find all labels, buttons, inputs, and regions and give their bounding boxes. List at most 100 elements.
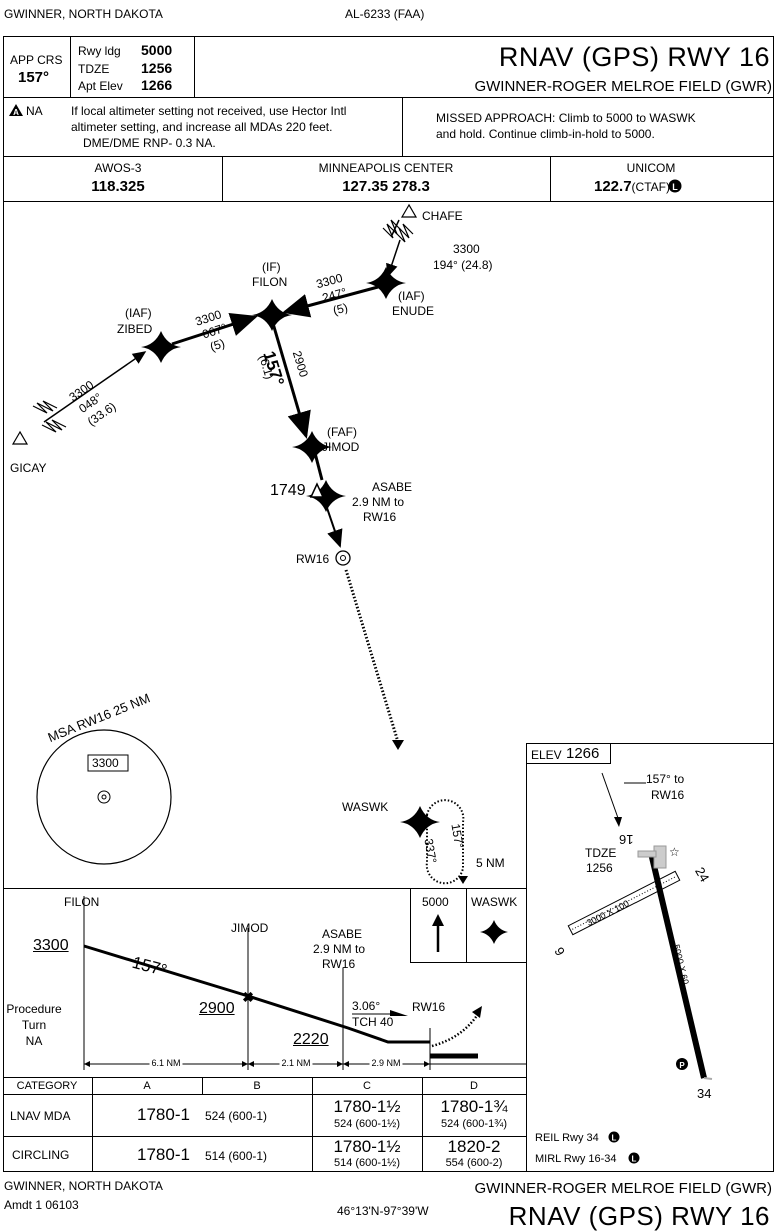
- chart-title: RNAV (GPS) RWY 16: [498, 42, 770, 72]
- course-line: [171, 313, 258, 346]
- footer-airport: GWINNER-ROGER MELROE FIELD (GWR): [474, 1180, 772, 1197]
- divider: [312, 1077, 313, 1172]
- non-standard-alternate-icon: A: [9, 104, 23, 117]
- footer-title: RNAV (GPS) RWY 16: [508, 1201, 770, 1231]
- divider: [3, 1094, 527, 1095]
- lights-icon: [676, 1058, 688, 1070]
- pt-note: Turn: [21, 1018, 47, 1032]
- svg-text:P: P: [679, 1061, 685, 1070]
- comm-suffix: (CTAF): [631, 180, 670, 194]
- chafe-waypoint-icon: [400, 203, 418, 218]
- profile-asabe-dist: RW16: [322, 957, 356, 971]
- circ-d: 1820-2: [447, 1137, 501, 1156]
- tdze-value: 1256: [141, 60, 173, 76]
- waswk-fix-icon: [480, 920, 508, 944]
- footer-coords: 46°13'N-97°39'W: [337, 1204, 429, 1218]
- min-header: B: [253, 1080, 261, 1092]
- lnav-ab: 1780-1: [137, 1105, 190, 1124]
- divider: [422, 1077, 423, 1172]
- app-crs-label: APP CRS: [10, 53, 63, 67]
- course-line: [282, 285, 379, 318]
- asabe-fix-icon: [306, 480, 346, 512]
- circ-ab: 1780-1: [137, 1145, 190, 1164]
- profile-rw16: RW16: [412, 1000, 446, 1014]
- divider: [466, 888, 467, 962]
- profile-jimod-alt: 2900: [199, 1000, 235, 1017]
- profile-asabe-alt: 2220: [293, 1031, 329, 1048]
- lights-note: MIRL Rwy 16-34: [535, 1153, 617, 1165]
- obstacle-elev: 1749: [270, 482, 306, 499]
- chart-frame: [3, 36, 774, 1172]
- rwy-ldg-value: 5000: [141, 42, 173, 58]
- comm-freq-row: 122.7(CTAF): [594, 179, 670, 194]
- tdze-label: TDZE: [78, 62, 110, 76]
- svg-text:L: L: [672, 182, 678, 192]
- location-top: GWINNER, NORTH DAKOTA: [4, 7, 163, 21]
- divider: [402, 97, 403, 156]
- pt-note: NA: [25, 1034, 43, 1048]
- elev-label: ELEV: [531, 748, 562, 762]
- msa-alt: 3300: [92, 756, 119, 770]
- filon-label: FILON: [252, 275, 288, 289]
- runway-16-34: [648, 852, 707, 1079]
- lnav-d: 1780-1¾: [440, 1097, 508, 1116]
- asabe-dist: RW16: [363, 510, 397, 524]
- zibed-label: ZIBED: [117, 322, 153, 336]
- rwy34-label: 34: [697, 1086, 712, 1101]
- chafe-label: CHAFE: [422, 209, 463, 223]
- holding-pattern: [425, 799, 465, 885]
- jimod-fix-icon: [292, 431, 332, 463]
- comm-label: AWOS-3: [94, 161, 142, 175]
- chart-id: AL-6233 (FAA): [345, 7, 425, 21]
- msa-alt-box: [87, 754, 129, 772]
- footer-location: GWINNER, NORTH DAKOTA: [4, 1179, 163, 1193]
- pt-note: Procedure: [6, 1002, 62, 1016]
- lnav-c-sub: 524 (600-1½): [333, 1118, 401, 1130]
- filon-type: (IF): [262, 260, 281, 274]
- obstacle-icon: [309, 482, 325, 498]
- chafe-alt: 3300: [453, 242, 480, 256]
- divider: [3, 201, 774, 202]
- final-course-line: [313, 452, 324, 481]
- profile-diagram: ✖: [83, 896, 526, 1070]
- divider: [70, 36, 71, 97]
- circ-c: 1780-1½: [333, 1137, 401, 1156]
- profile-asabe-dist: 2.9 NM to: [313, 942, 366, 956]
- filon-fix-icon: [252, 299, 292, 331]
- divider: [3, 1077, 527, 1078]
- waswk-label: WASWK: [342, 800, 389, 814]
- divider: [526, 743, 527, 1172]
- rw16-waypoint-icon: [335, 550, 351, 566]
- comm-label: UNICOM: [626, 161, 676, 175]
- circ-d-sub: 554 (600-2): [445, 1157, 503, 1169]
- app-crs-value: 157°: [18, 69, 50, 86]
- course-line: [43, 351, 147, 423]
- lnav-d-sub: 524 (600-1¾): [440, 1118, 508, 1130]
- part-time-icon: L: [628, 1152, 640, 1164]
- divider: [3, 156, 774, 157]
- final-course-line: [325, 504, 343, 548]
- part-time-icon: L: [668, 179, 682, 193]
- airport-name: GWINNER-ROGER MELROE FIELD (GWR): [474, 78, 772, 95]
- note-line: If local altimeter setting not received,…: [71, 104, 347, 118]
- missed-climb: [431, 1013, 480, 1048]
- profile-filon-alt: 3300: [33, 937, 69, 954]
- min-header: A: [143, 1080, 151, 1092]
- fix-symbols: [141, 267, 440, 838]
- elev-value: 1266: [566, 745, 600, 762]
- tdze-label: TDZE: [585, 846, 617, 860]
- divider: [92, 1077, 93, 1172]
- break-symbol: [41, 419, 67, 433]
- asabe-dist: 2.9 NM to: [352, 495, 405, 509]
- jimod-label: JIMOD: [322, 440, 360, 454]
- lnav-c: 1780-1½: [333, 1097, 401, 1116]
- rwy16-label: 16: [619, 832, 634, 847]
- divider: [526, 743, 774, 744]
- part-time-icon: L: [608, 1131, 620, 1143]
- note-line: altimeter setting, and increase all MDAs…: [71, 120, 333, 134]
- svg-text:L: L: [632, 1155, 637, 1164]
- missed-approach-text: MISSED APPROACH: Climb to 5000 to WASWK: [436, 111, 696, 125]
- zibed-fix-icon: [141, 331, 181, 363]
- circ-c-sub: 514 (600-1½): [333, 1157, 401, 1169]
